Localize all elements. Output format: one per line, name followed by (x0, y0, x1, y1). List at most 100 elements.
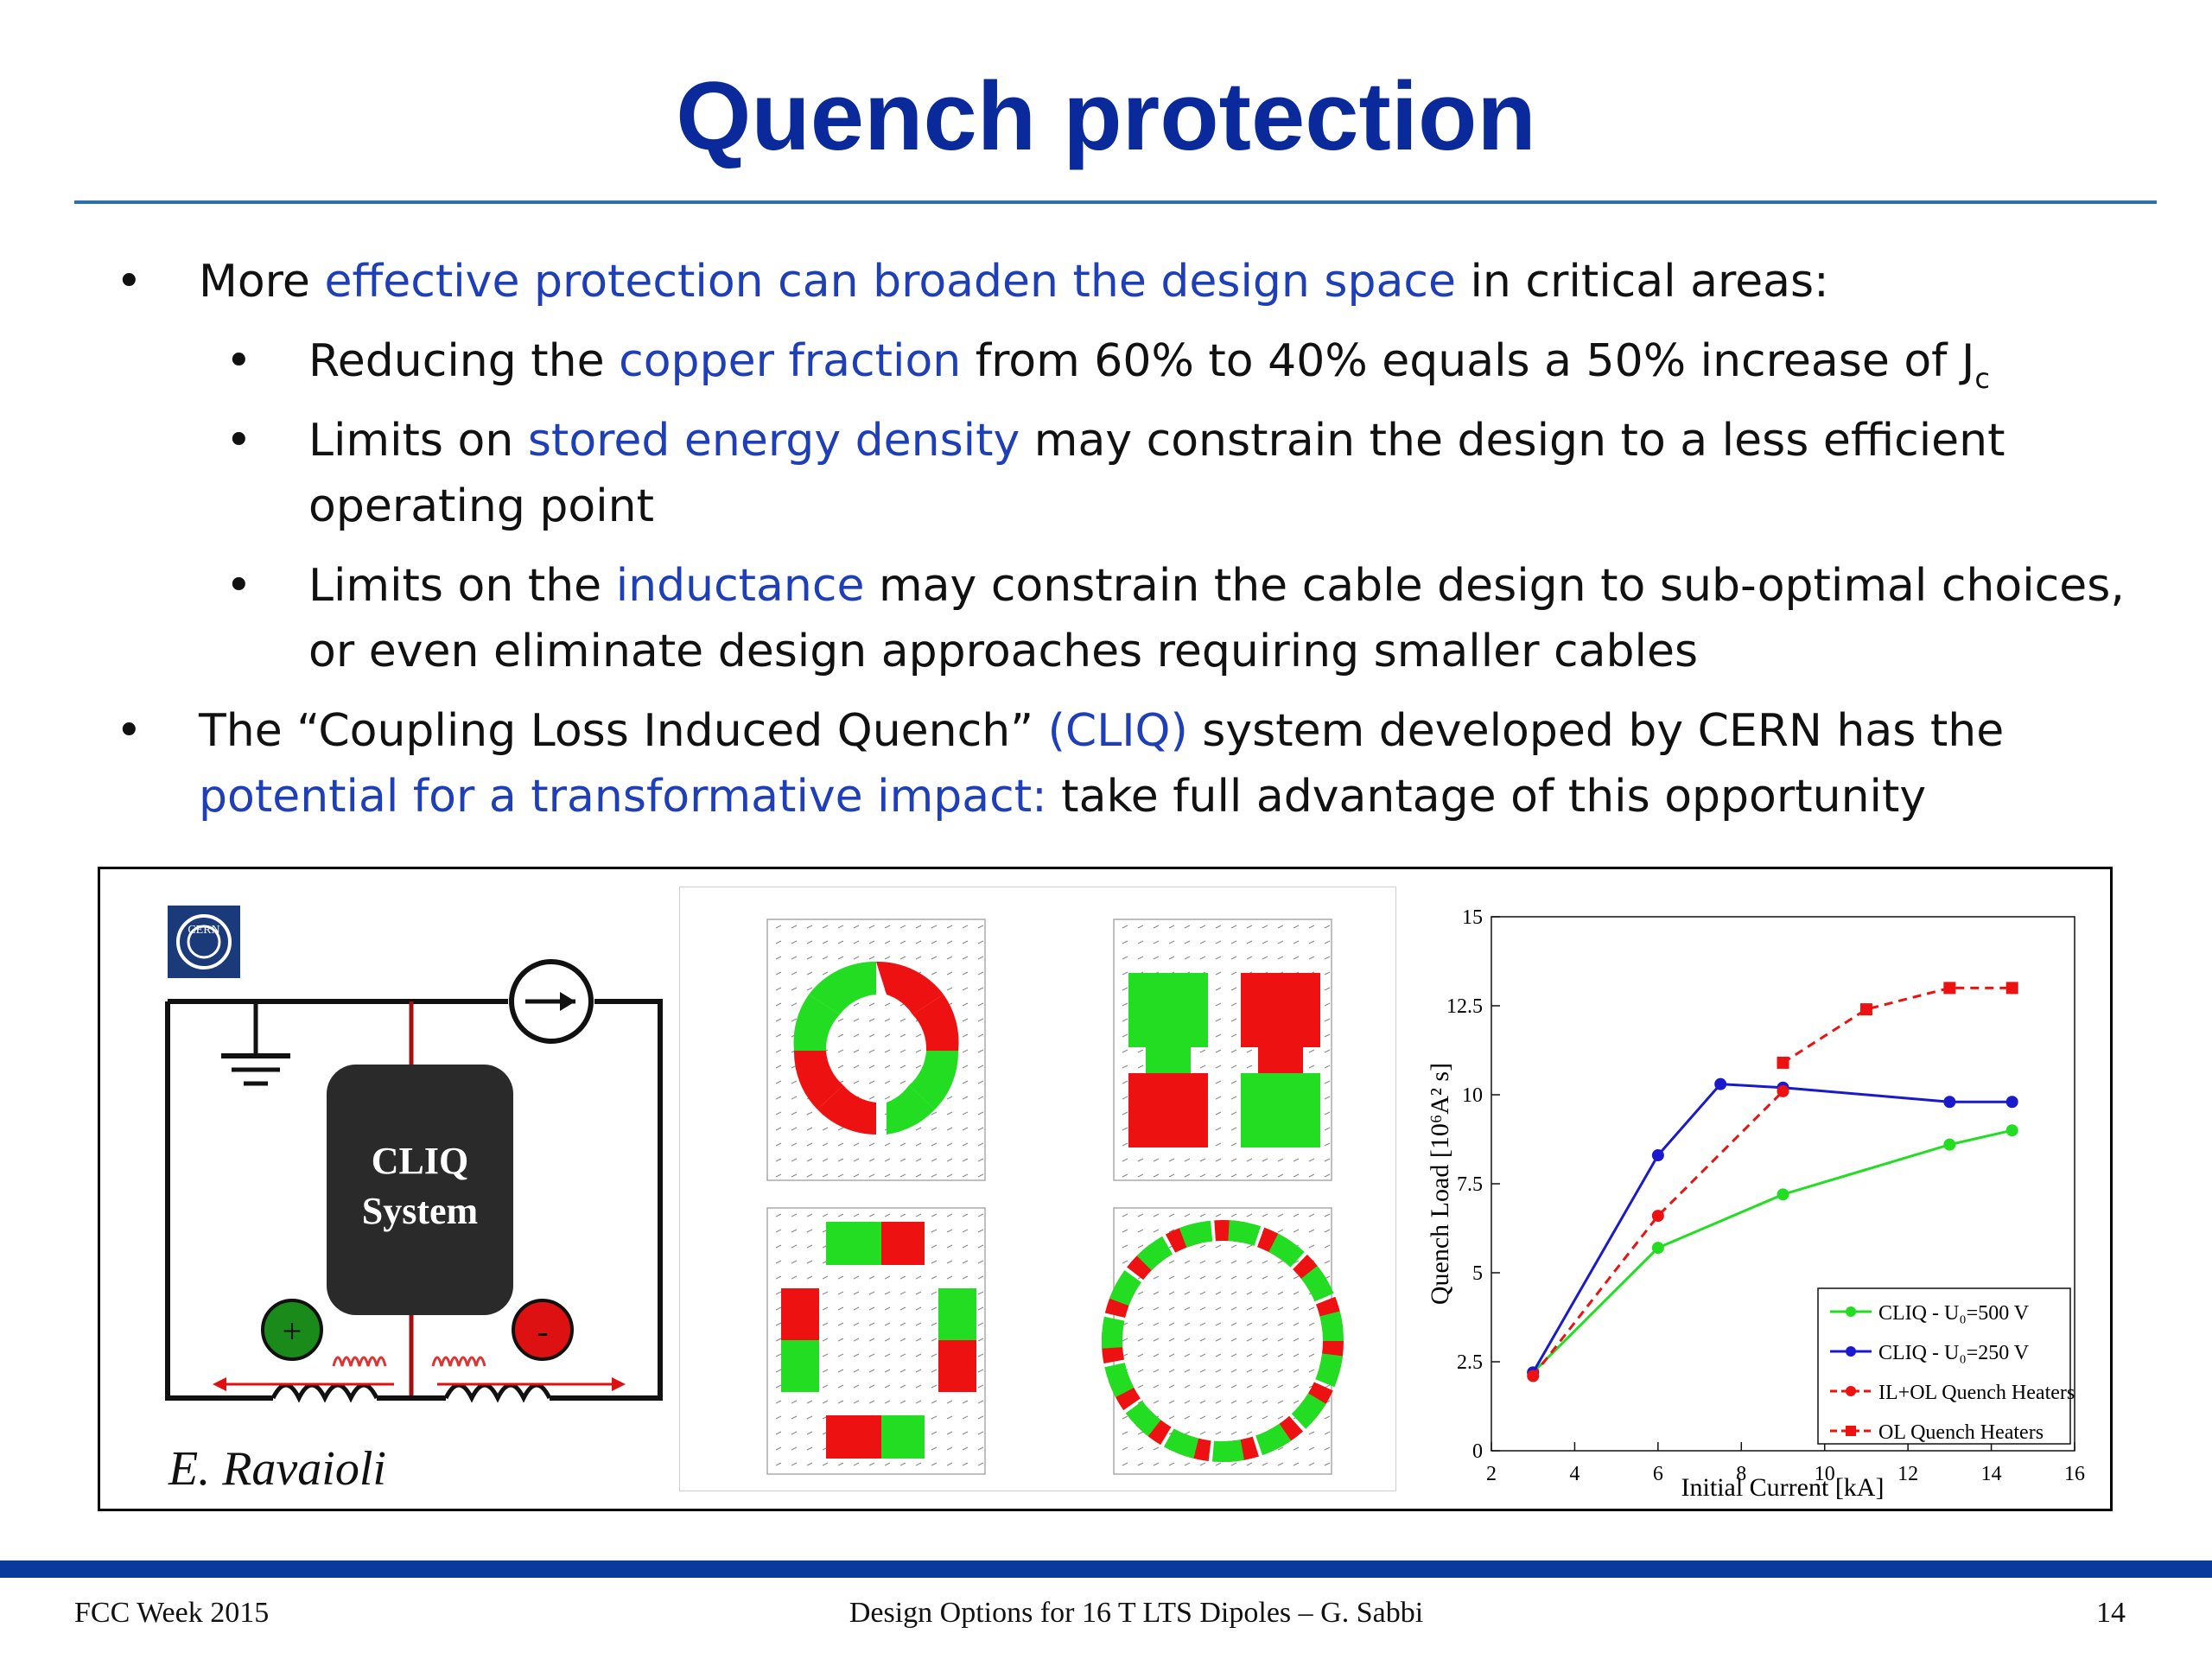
field-vector (1277, 1415, 1284, 1420)
field-vector (868, 1306, 875, 1311)
field-vector (868, 1384, 875, 1389)
field-vector (1153, 925, 1160, 929)
field-vector (775, 1033, 782, 1038)
field-vector (1122, 1229, 1128, 1233)
field-vector (1277, 1275, 1284, 1280)
field-vector (1308, 1173, 1315, 1178)
field-vector (1308, 1049, 1315, 1053)
field-vector (931, 1244, 938, 1249)
field-vector (1246, 1158, 1253, 1162)
subscript: c (1974, 362, 1990, 395)
field-vector (1168, 956, 1175, 960)
field-vector (1153, 1400, 1160, 1404)
field-vector (868, 1142, 875, 1147)
minus-terminal: - (512, 1299, 574, 1361)
field-vector (1122, 1127, 1128, 1131)
field-vector (1324, 1446, 1331, 1451)
field-vector (1199, 1353, 1206, 1357)
field-vector (1122, 1446, 1128, 1451)
field-vector (1122, 987, 1128, 991)
field-vector (899, 1462, 906, 1466)
field-vector (868, 1158, 875, 1162)
field-vector (1153, 1384, 1160, 1389)
field-vector (1153, 1322, 1160, 1326)
field-vector (1293, 956, 1300, 960)
field-vector (1122, 1338, 1128, 1342)
field-vector (931, 925, 938, 929)
field-vector (962, 987, 969, 991)
field-vector (962, 1080, 969, 1084)
field-vector (977, 1002, 984, 1007)
bullet-highlight: inductance (615, 560, 865, 612)
field-vector (931, 940, 938, 944)
field-vector (915, 956, 922, 960)
field-vector (791, 1415, 798, 1420)
field-vector (1168, 925, 1175, 929)
field-vector (915, 1173, 922, 1178)
field-vector (1293, 1400, 1300, 1404)
field-vector (884, 1306, 891, 1311)
field-vector (1230, 1111, 1237, 1116)
field-vector (1215, 1244, 1222, 1249)
field-vector (1122, 971, 1128, 976)
field-vector (1230, 1369, 1237, 1373)
field-vector (977, 1260, 984, 1264)
bullet-dot: • (226, 335, 252, 387)
field-vector (1262, 1275, 1268, 1280)
field-vector (1246, 1244, 1253, 1249)
field-vector (1137, 1291, 1144, 1295)
field-vector (931, 1415, 938, 1420)
field-vector (775, 1244, 782, 1249)
field-vector (1262, 1338, 1268, 1342)
field-vector (1137, 1158, 1144, 1162)
field-vector (1137, 1229, 1144, 1233)
field-vector (868, 1173, 875, 1178)
field-vector (884, 1291, 891, 1295)
field-vector (1137, 1431, 1144, 1435)
field-vector (946, 1158, 953, 1162)
field-vector (1184, 1158, 1191, 1162)
field-vector (884, 940, 891, 944)
field-vector (1308, 1229, 1315, 1233)
field-vector (1184, 1400, 1191, 1404)
footer-event: FCC Week 2015 (74, 1597, 270, 1629)
field-vector (1293, 1275, 1300, 1280)
x-tick-label: 4 (1569, 1463, 1580, 1485)
bullet-highlight: copper fraction (619, 335, 962, 387)
field-vector (946, 1415, 953, 1420)
field-vector (806, 1244, 813, 1249)
field-vector (1293, 1338, 1300, 1342)
bullet-text: in critical areas: (1455, 256, 1829, 308)
field-vector (1215, 1431, 1222, 1435)
bullet-1-3: • Limits on the inductance may constrain… (226, 553, 2158, 684)
field-vector (1262, 956, 1268, 960)
field-vector (962, 1002, 969, 1007)
field-vector (1293, 1229, 1300, 1233)
field-vector (1184, 1322, 1191, 1326)
field-vector (931, 1158, 938, 1162)
field-vector (806, 1213, 813, 1217)
field-vector (822, 956, 829, 960)
field-vector (931, 1400, 938, 1404)
field-vector (931, 1384, 938, 1389)
field-vector (884, 1080, 891, 1084)
field-vector (1324, 1462, 1331, 1466)
bullet-1-2: • Limits on stored energy density may co… (226, 408, 2158, 539)
field-vector (946, 1096, 953, 1100)
field-vector (837, 940, 844, 944)
field-vector (1324, 971, 1331, 976)
field-vector (899, 1018, 906, 1022)
bullet-text: from 60% to 40% equals a 50% increase of… (961, 335, 1975, 387)
field-vector (1199, 1213, 1206, 1217)
field-vector (806, 1229, 813, 1233)
field-vector (806, 1111, 813, 1116)
field-vector (791, 1431, 798, 1435)
field-vector (977, 1127, 984, 1131)
field-vector (962, 1462, 969, 1466)
field-vector (1277, 1369, 1284, 1373)
field-vector (1230, 1322, 1237, 1326)
field-vector (822, 925, 829, 929)
field-vector (946, 1142, 953, 1147)
plus-sign: + (283, 1312, 302, 1351)
field-vector (946, 1275, 953, 1280)
